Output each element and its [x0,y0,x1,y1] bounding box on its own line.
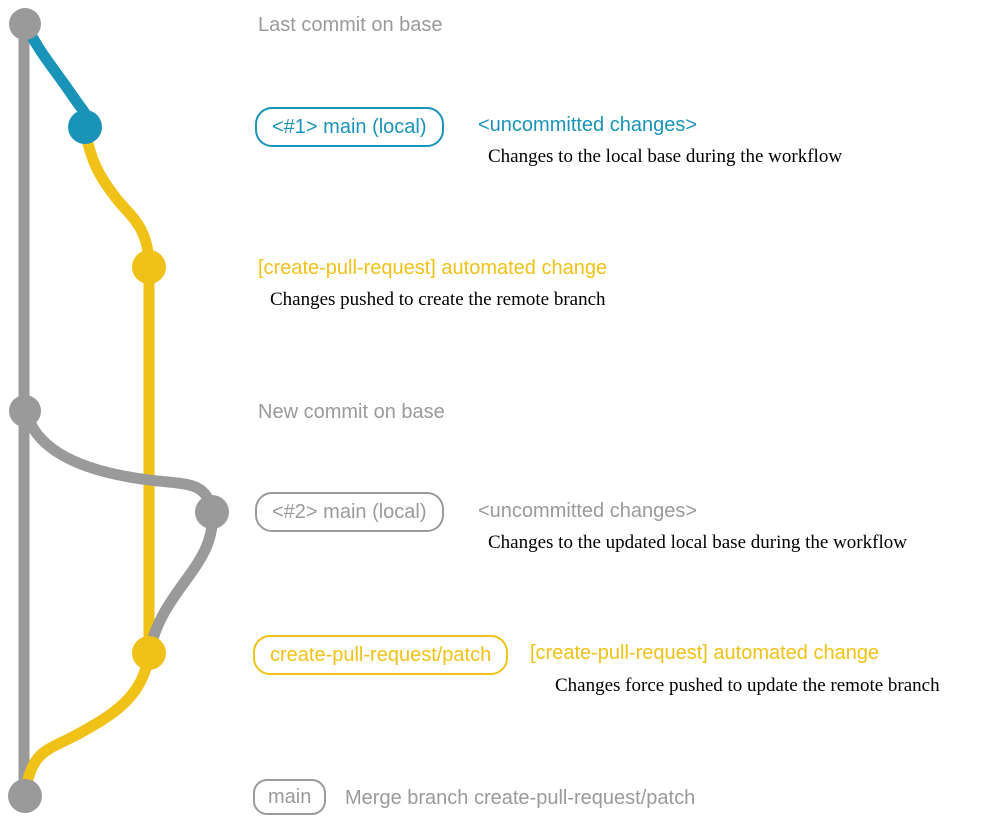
step1-description: Changes to the local base during the wor… [488,146,843,167]
patch-branch-curve-1 [79,122,155,268]
automated-change-heading-1: [create-pull-request] automated change [258,257,608,279]
last-commit-label: Last commit on base [258,14,443,36]
branch-badge-patch: create-pull-request/patch [253,635,509,675]
branch-badge-main: main [253,779,327,815]
step3-description: Changes to the updated local base during… [488,532,907,553]
branch-badge-main-local-2: <#2> main (local) [255,492,444,532]
local-to-patch-curve [144,506,218,656]
commit-node-base-1 [9,8,41,40]
uncommitted-changes-heading-1: <uncommitted changes> [478,114,698,136]
patch-merge-curve [19,647,155,800]
commit-node-local-2 [195,495,229,529]
commit-node-local-1 [68,110,102,144]
new-commit-label: New commit on base [258,401,445,423]
commit-node-merge [8,779,42,813]
step4-description: Changes force pushed to update the remot… [555,675,940,696]
branch-badge-main-local-1: <#1> main (local) [255,107,444,147]
commit-node-remote-1 [132,250,166,284]
commit-node-remote-2 [132,636,166,670]
local-branch-curve-1 [21,20,91,132]
merge-commit-heading: Merge branch create-pull-request/patch [345,787,696,809]
local-branch-curve-2 [20,405,218,518]
automated-change-heading-2: [create-pull-request] automated change [530,642,880,664]
step2-description: Changes pushed to create the remote bran… [270,289,606,310]
uncommitted-changes-heading-2: <uncommitted changes> [478,500,698,522]
commit-node-base-2 [9,395,41,427]
